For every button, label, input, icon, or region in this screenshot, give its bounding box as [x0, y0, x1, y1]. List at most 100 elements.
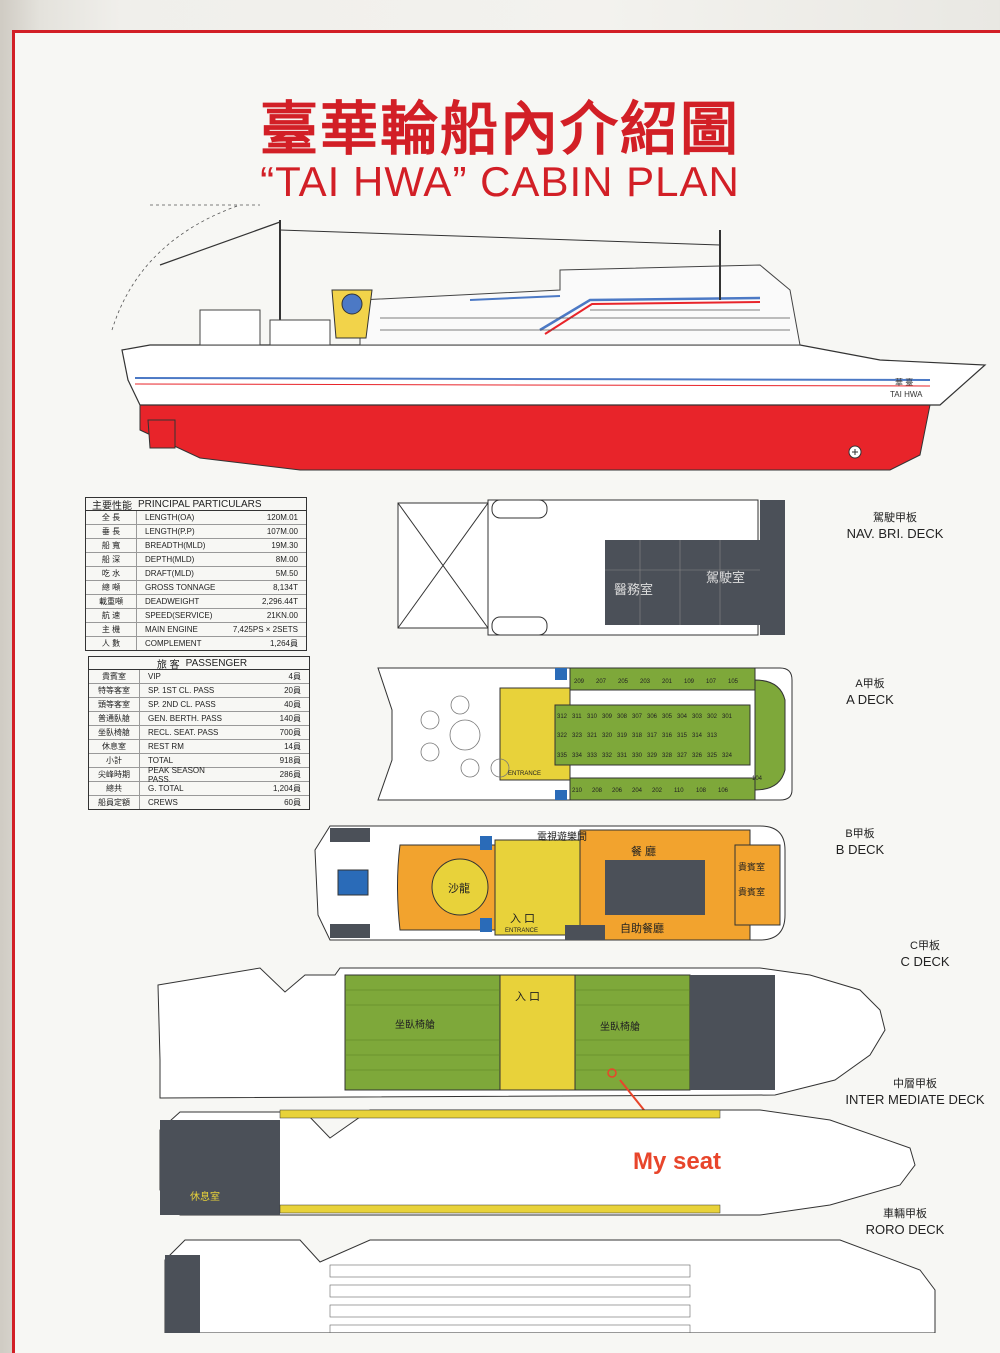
c-deck-plan: 坐臥椅艙 坐臥椅艙 入 口 — [157, 967, 886, 1141]
ship-name-zh: 華 臺 — [895, 377, 913, 387]
deck-label-roro-deck: 車輛甲板 RORO DECK — [865, 1208, 945, 1237]
cabin-326: 326 — [692, 753, 703, 759]
cabin-307: 307 — [632, 714, 643, 720]
cabin-309: 309 — [602, 714, 613, 720]
cabin-205: 205 — [618, 679, 629, 685]
cabin-332: 332 — [602, 753, 613, 759]
principal-particulars-header: 主要性能 PRINCIPAL PARTICULARS — [86, 498, 306, 512]
title-english: “TAI HWA” CABIN PLAN — [260, 158, 740, 205]
cabin-104: 104 — [752, 776, 763, 782]
intermediate-deck-plan: 休息室 — [159, 1109, 916, 1216]
cabin-204: 204 — [632, 788, 643, 794]
deck-label-intermediate-deck: 中層甲板 INTER MEDIATE DECK — [845, 1078, 985, 1107]
cabin-303: 303 — [692, 714, 703, 720]
cabin-306: 306 — [647, 714, 658, 720]
cabin-305: 305 — [662, 714, 673, 720]
cabin-323: 323 — [572, 733, 583, 739]
a-deck-entrance-label: ENTRANCE — [508, 771, 541, 777]
cabin-106: 106 — [718, 788, 729, 794]
restaurant-label: 餐 廳 — [631, 844, 656, 858]
nav-bridge-deck-plan: 醫務室 駕駛室 — [397, 499, 785, 636]
vip-room-label-1: 貴賓室 — [738, 861, 765, 872]
cabin-209: 209 — [574, 679, 585, 685]
ship-name-label: TAI HWA — [890, 390, 923, 399]
wheel-house-label: 駕駛室 — [706, 570, 745, 585]
video-game-label: 電視遊樂間 — [537, 830, 587, 843]
cafeteria-label: 自助餐廳 — [620, 921, 664, 935]
cabin-328: 328 — [662, 753, 673, 759]
cabin-105: 105 — [728, 679, 739, 685]
rest-room-label: 休息室 — [190, 1190, 220, 1203]
cabin-330: 330 — [632, 753, 643, 759]
cabin-327: 327 — [677, 753, 688, 759]
cabin-301: 301 — [722, 714, 733, 720]
b-deck-entrance-label: ENTRANCE — [505, 928, 538, 934]
cabin-304: 304 — [677, 714, 688, 720]
cabin-202: 202 — [652, 788, 663, 794]
my-seat-marker — [607, 1068, 617, 1078]
deck-label-b-deck: B甲板 B DECK — [835, 828, 885, 857]
cabin-320: 320 — [602, 733, 613, 739]
passenger-header: 旅 客 PASSENGER — [89, 657, 309, 671]
cabin-110: 110 — [674, 788, 684, 794]
cabin-210: 210 — [572, 788, 583, 794]
cabin-310: 310 — [587, 714, 598, 720]
hospital-label: 醫務室 — [614, 582, 653, 597]
cabin-318: 318 — [632, 733, 643, 739]
cabin-109: 109 — [684, 679, 695, 685]
cabin-206: 206 — [612, 788, 623, 794]
deck-label-nav-bridge: 駕駛甲板 NAV. BRI. DECK — [846, 512, 944, 541]
ship-profile: 華 臺 TAI HWA — [111, 204, 987, 471]
my-seat-annotation: My seat — [633, 1148, 722, 1175]
a-deck-plan: 209 207 205 203 201 109 107 105 312 311 … — [377, 667, 793, 801]
cabin-207: 207 — [596, 679, 607, 685]
cabin-334: 334 — [572, 753, 583, 759]
recl-seat-label-fwd: 坐臥椅艙 — [600, 1020, 640, 1033]
cabin-316: 316 — [662, 733, 673, 739]
c-deck-entrance-zh: 入 口 — [515, 991, 540, 1003]
deck-label-a-deck: A甲板 A DECK — [846, 678, 894, 707]
cabin-322: 322 — [557, 733, 568, 739]
cabin-319: 319 — [617, 733, 628, 739]
cabin-333: 333 — [587, 753, 598, 759]
vip-room-label-2: 貴賓室 — [738, 886, 765, 897]
cabin-324: 324 — [722, 753, 733, 759]
cabin-108: 108 — [696, 788, 707, 794]
cabin-311: 311 — [572, 714, 582, 720]
seat-grid — [345, 989, 690, 1071]
cabin-325: 325 — [707, 753, 718, 759]
cabin-317: 317 — [647, 733, 658, 739]
b-deck-entrance-zh: 入 口 — [510, 913, 535, 925]
cabin-302: 302 — [707, 714, 718, 720]
recl-seat-label-aft: 坐臥椅艙 — [395, 1018, 435, 1031]
cabin-313: 313 — [707, 733, 718, 739]
cabin-208: 208 — [592, 788, 603, 794]
cabin-308: 308 — [617, 714, 628, 720]
title-chinese: 臺華輪船內介紹圖 — [259, 95, 740, 163]
deck-label-c-deck: C甲板 C DECK — [900, 940, 950, 969]
cabin-335: 335 — [557, 753, 568, 759]
cabin-315: 315 — [677, 733, 688, 739]
cabin-321: 321 — [587, 733, 598, 739]
cabin-331: 331 — [617, 753, 628, 759]
cabin-203: 203 — [640, 679, 651, 685]
